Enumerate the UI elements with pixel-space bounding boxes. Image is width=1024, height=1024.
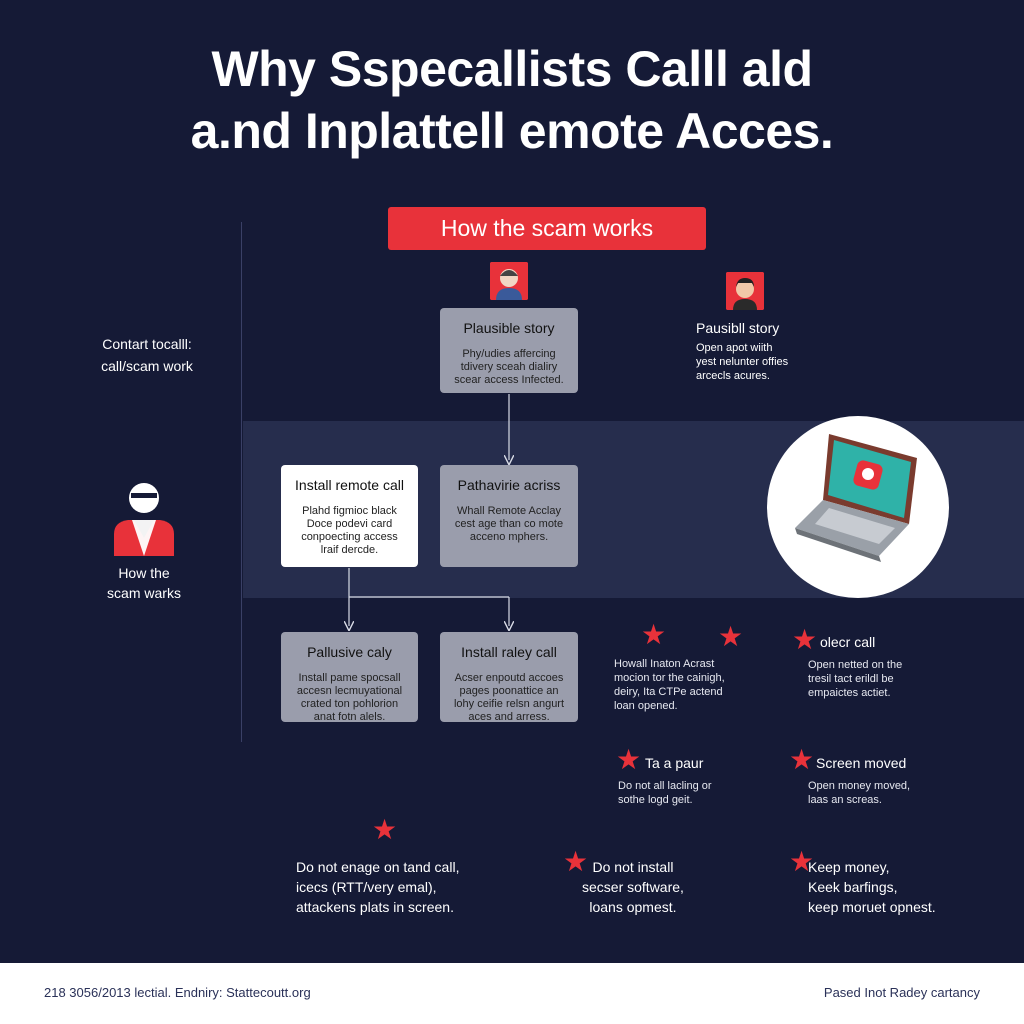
card-title: Pathavirie acriss	[457, 477, 561, 493]
tip-line: loan opened.	[614, 700, 678, 712]
star-icon: ★	[616, 744, 642, 775]
card-body: Phy/udies affercing tdivery sceah dialir…	[450, 348, 568, 387]
card-body-line: Phy/udies affercing	[462, 348, 556, 360]
tip-line: sothe logd geit.	[618, 794, 693, 806]
advice-line: Keek barfings,	[808, 879, 898, 895]
tip-title: Ta a paur	[645, 755, 704, 771]
advice-3: Keep money, Keek barfings, keep moruet o…	[808, 857, 936, 917]
laptop-icon	[795, 434, 917, 562]
card-body: Acser enpoutd accoes pages poonattice an…	[450, 672, 568, 724]
scammer-person-icon	[110, 476, 178, 561]
card-body-line: scear access Infected.	[454, 374, 564, 386]
divider-line	[241, 222, 242, 742]
card-body-line: Plahd figmioc black	[302, 505, 397, 517]
tip-4: Screen moved	[816, 755, 906, 771]
card-body-line: Acser enpoutd accoes	[454, 672, 564, 684]
tip-3-body: Do not all lacling or sothe logd geit.	[618, 779, 712, 807]
right-story: Pausibll story Open apot wiith yest nelu…	[696, 320, 788, 383]
star-icon: ★	[789, 846, 815, 877]
tip-2-body: Open netted on the tresil tact erildl be…	[808, 658, 902, 700]
card-body: Plahd figmioc black Doce podevi card con…	[291, 505, 408, 557]
card-body: Whall Remote Acclay cest age than co mot…	[450, 505, 568, 544]
advice-line: attackens plats in screen.	[296, 899, 454, 915]
card-body-line: anat fotn alels.	[313, 711, 386, 723]
victim-avatar-icon	[726, 272, 764, 310]
advice-line: loans opmest.	[589, 899, 677, 915]
card-body-line: Whall Remote Acclay	[457, 505, 561, 517]
advice-line: secser software,	[582, 879, 684, 895]
card-body-line: crated ton pohlorion	[300, 698, 399, 710]
advice-line: Do not install	[592, 859, 674, 875]
left-label: Contart tocalll: call/scam work	[82, 333, 212, 377]
card-body-line: acceno mphers.	[469, 531, 549, 543]
star-icon: ★	[563, 846, 589, 877]
star-icon: ★	[641, 619, 667, 650]
tip-line: deiry, Ita CTPe actend	[614, 686, 723, 698]
scammer-avatar-icon	[490, 262, 528, 300]
left-person-line2: scam warks	[107, 585, 181, 601]
tip-2: olecr call	[820, 634, 875, 650]
footer-source: 218 3056/2013 lectial. Endniry: Statteco…	[44, 985, 311, 1000]
left-person-line1: How the	[118, 565, 170, 581]
star-icon: ★	[792, 624, 818, 655]
tip-line: Open money moved,	[808, 780, 911, 792]
card-title: Plausible story	[463, 320, 555, 336]
card-body-line: conpoecting access	[301, 531, 398, 543]
advice-line: Keep money,	[808, 859, 890, 875]
laptop-circle	[767, 416, 949, 598]
card-body-line: cest age than co mote	[454, 518, 564, 530]
tip-line: Do not all lacling or	[618, 780, 712, 792]
tip-1: Howall Inaton Acrast mocion tor the cain…	[614, 657, 725, 713]
tip-title: olecr call	[820, 634, 876, 650]
card-body-line: lraif dercde.	[320, 544, 379, 556]
footer-bar	[0, 963, 1024, 1024]
card-body-line: Doce podevi card	[306, 518, 393, 530]
card-body-line: pages poonattice an	[459, 685, 559, 697]
page-title-line1: Why Sspecallists Calll ald	[211, 41, 813, 97]
star-icon: ★	[718, 621, 744, 652]
card-body-line: lohy ceifie relsn angurt	[453, 698, 565, 710]
right-story-line: arcecls acures.	[696, 370, 770, 382]
card-body-line: aces and arress.	[468, 711, 550, 723]
right-story-body: Open apot wiith yest nelunter offies arc…	[696, 341, 788, 383]
advice-line: Do not enage on tand call,	[296, 859, 460, 875]
card-title: Pallusive caly	[307, 644, 392, 660]
advice-line: icecs (RTT/very emal),	[296, 879, 437, 895]
tip-line: tresil tact erildl be	[808, 673, 894, 685]
tip-line: laas an screas.	[808, 794, 882, 806]
card-title: Install remote call	[295, 477, 404, 493]
star-icon: ★	[789, 744, 815, 775]
tip-3: Ta a paur	[645, 755, 703, 771]
tip-line: Open netted on the	[808, 659, 903, 671]
scam-banner: How the scam works	[388, 207, 706, 250]
advice-2: Do not install secser software, loans op…	[582, 857, 684, 917]
tip-line: empaictes actiet.	[808, 687, 891, 699]
footer-note: Pased Inot Radey cartancy	[823, 985, 980, 1000]
card-body-line: Install pame spocsall	[298, 672, 401, 684]
card-plausible-story: Plausible story Phy/udies affercing tdiv…	[440, 308, 578, 393]
tip-line: mocion tor the cainigh,	[614, 672, 725, 684]
page-title-line2: a.nd Inplattell emote Acces.	[190, 103, 834, 159]
left-label-line2: call/scam work	[101, 358, 193, 374]
card-install-raley: Install raley call Acser enpoutd accoes …	[440, 632, 578, 724]
star-icon: ★	[372, 814, 398, 845]
tip-title: Screen moved	[816, 755, 907, 771]
right-story-title: Pausibll story	[696, 320, 780, 336]
right-story-line: Open apot wiith	[696, 342, 773, 354]
card-title: Install raley call	[461, 644, 557, 660]
card-palusive: Pallusive caly Install pame spocsall acc…	[281, 632, 418, 724]
card-body-line: tdivery sceah dialiry	[460, 361, 558, 373]
advice-line: keep moruet opnest.	[808, 899, 936, 915]
card-install-remote: Install remote call Plahd figmioc black …	[281, 465, 418, 567]
tip-4-body: Open money moved, laas an screas.	[808, 779, 910, 807]
right-story-line: yest nelunter offies	[696, 356, 789, 368]
left-label-line1: Contart tocalll:	[102, 336, 192, 352]
card-body-line: accesn lecmuyational	[296, 685, 403, 697]
tip-line: Howall Inaton Acrast	[614, 658, 715, 670]
left-person-label: How the scam warks	[92, 563, 196, 603]
advice-1: Do not enage on tand call, icecs (RTT/ve…	[296, 857, 459, 917]
card-body: Install pame spocsall accesn lecmuyation…	[291, 672, 408, 724]
card-pathavie: Pathavirie acriss Whall Remote Acclay ce…	[440, 465, 578, 567]
